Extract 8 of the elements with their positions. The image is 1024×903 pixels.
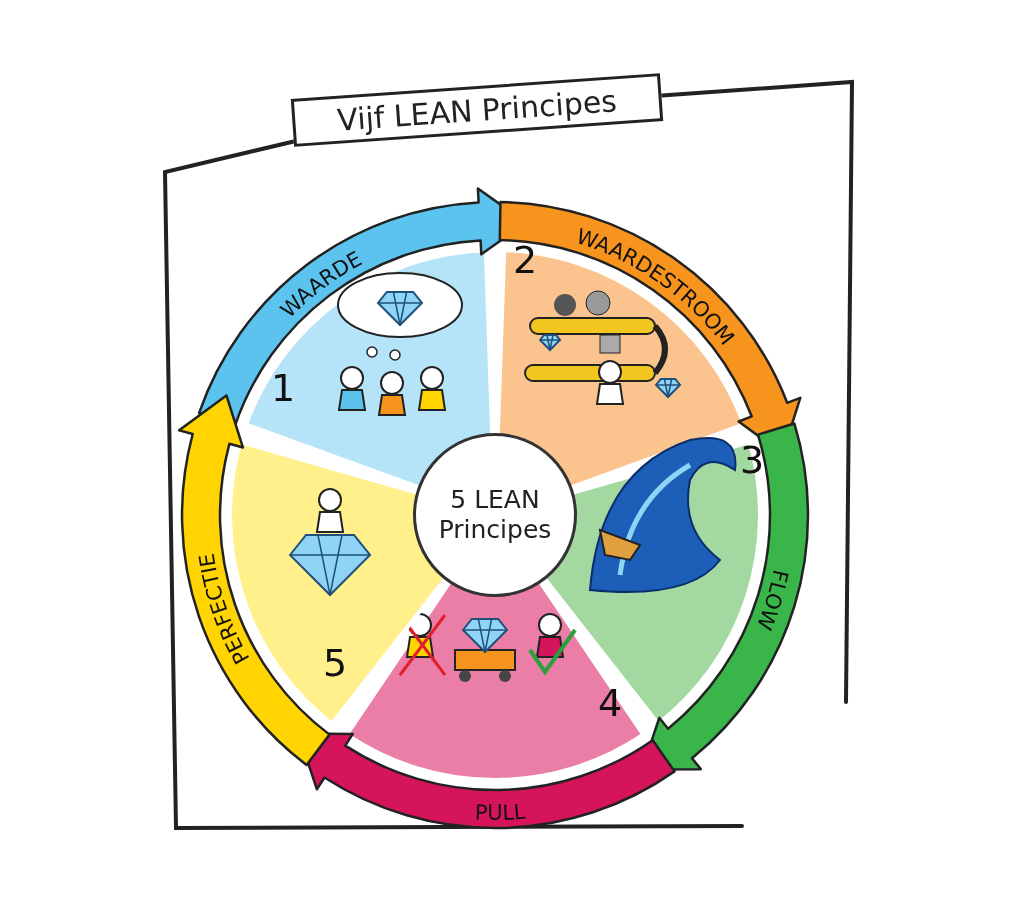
step-number: 4: [597, 680, 623, 725]
step-number: 5: [322, 640, 348, 685]
step-number: 2: [512, 237, 538, 282]
step-number: 1: [270, 365, 296, 410]
center-label: 5 LEAN Principes: [437, 485, 553, 545]
segment-label: PULL: [474, 799, 527, 825]
step-number: 3: [739, 437, 765, 482]
title-banner: Vijf LEAN Principes: [290, 73, 664, 147]
